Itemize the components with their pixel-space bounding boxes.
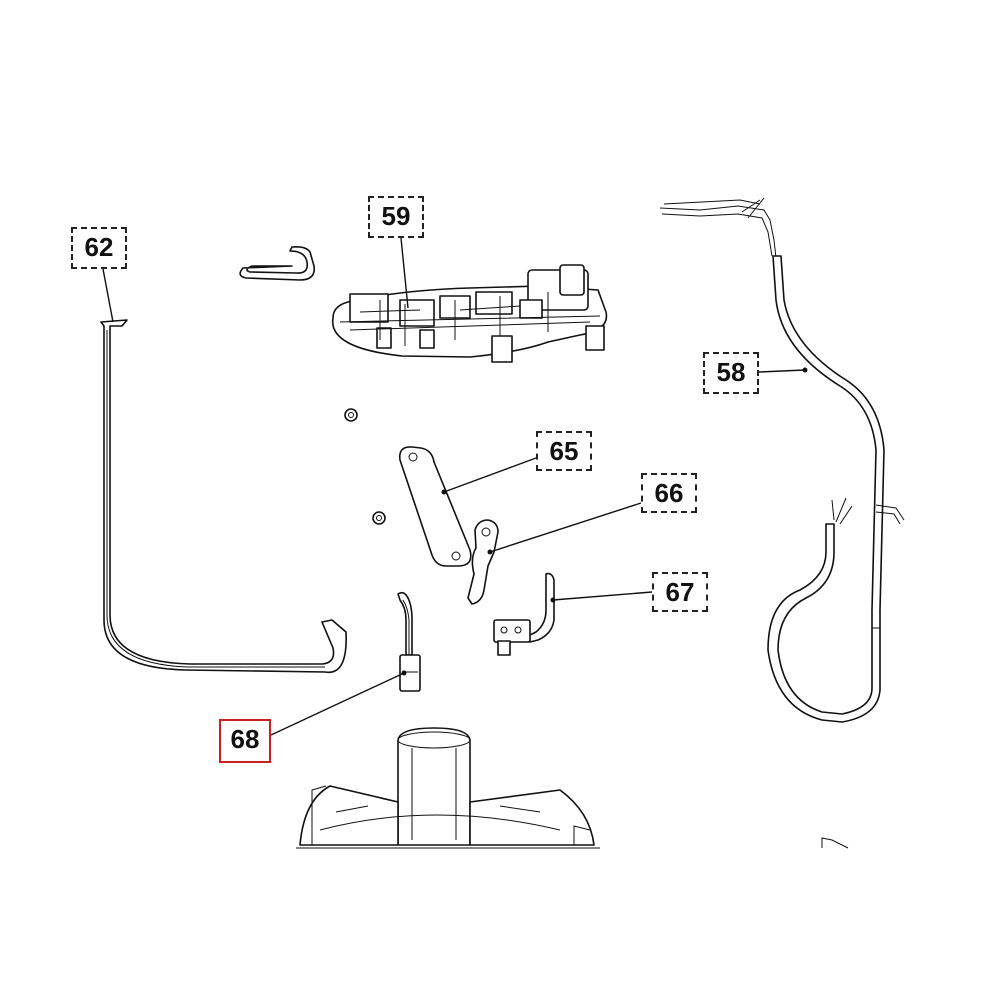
leader-68-dot bbox=[401, 670, 407, 676]
leader-66 bbox=[489, 502, 642, 553]
callout-65[interactable]: 65 bbox=[536, 431, 592, 471]
part-67-switch[interactable] bbox=[493, 572, 555, 656]
callout-58[interactable]: 58 bbox=[703, 352, 759, 394]
partial-part-fragment bbox=[821, 837, 849, 849]
callout-62[interactable]: 62 bbox=[71, 227, 127, 269]
leader-65-dot bbox=[441, 489, 447, 495]
base-housing[interactable] bbox=[296, 727, 600, 849]
leader-59 bbox=[400, 237, 409, 309]
spring-clip[interactable] bbox=[239, 246, 316, 281]
part-59-circuit-board[interactable] bbox=[331, 264, 608, 363]
screw-lower[interactable] bbox=[372, 511, 386, 525]
leader-62 bbox=[102, 268, 114, 323]
callout-68-selected[interactable]: 68 bbox=[219, 719, 271, 763]
leader-67-dot bbox=[550, 597, 556, 603]
part-66-lever[interactable] bbox=[467, 519, 499, 605]
leader-68 bbox=[270, 672, 405, 736]
screw-upper[interactable] bbox=[344, 408, 358, 422]
callout-67[interactable]: 67 bbox=[652, 572, 708, 612]
callout-59[interactable]: 59 bbox=[368, 196, 424, 238]
leader-66-dot bbox=[487, 549, 493, 555]
leader-65 bbox=[443, 457, 537, 493]
part-62-rod[interactable] bbox=[100, 319, 347, 674]
leader-58 bbox=[758, 369, 806, 373]
part-68-sensor[interactable] bbox=[397, 591, 421, 692]
callout-66[interactable]: 66 bbox=[641, 473, 697, 513]
leader-58-dot bbox=[802, 367, 808, 373]
part-65-plate[interactable] bbox=[398, 446, 472, 567]
leader-67 bbox=[552, 591, 653, 601]
part-58-wire-harness[interactable] bbox=[659, 197, 905, 723]
